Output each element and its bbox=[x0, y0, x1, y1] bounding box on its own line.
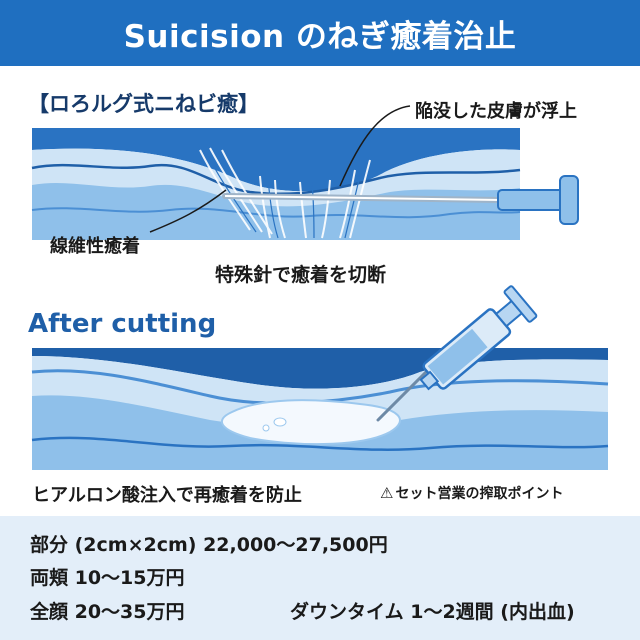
after-cutting-title: After cutting bbox=[28, 309, 217, 339]
price-partial: 部分 (2cm×2cm) 22,000〜27,500円 bbox=[30, 534, 388, 556]
warning-note: ⚠ セット営業の搾取ポイント bbox=[380, 483, 563, 503]
page-header: Suicision のねぎ癒着治止 bbox=[0, 0, 640, 66]
fiber-leader-line bbox=[149, 189, 227, 233]
syringe-bottom bbox=[376, 285, 538, 422]
downtime-info: ダウンタイム 1〜2週間 (内出血) bbox=[290, 601, 575, 623]
bubble-1 bbox=[273, 417, 287, 427]
diagram-canvas bbox=[31, 105, 609, 470]
page-title: Suicision のねぎ癒着治止 bbox=[123, 18, 517, 55]
top-diagram-title: 【ロろルグ式ニねビ癒】 bbox=[28, 92, 259, 116]
fibrous-adhesion-outline bbox=[204, 149, 363, 239]
top-epidermis bbox=[32, 128, 520, 192]
price-full-face: 全顔 20〜35万円 bbox=[30, 601, 185, 623]
bottom-wave-2 bbox=[31, 436, 609, 451]
price-cheeks: 両頬 10〜15万円 bbox=[30, 567, 185, 589]
top-wave-1 bbox=[31, 163, 521, 195]
syringe-fluid bbox=[427, 328, 488, 385]
fiber-adhesion-label: 線維性癒着 bbox=[50, 236, 140, 257]
warning-label: セット営業の搾取ポイント bbox=[395, 486, 564, 502]
hyaluronic-pocket bbox=[220, 399, 401, 446]
needle-hub-top bbox=[497, 189, 569, 211]
skin-lift-label: 陥没した皮膚が浮上 bbox=[415, 101, 577, 122]
bubble-2 bbox=[262, 424, 270, 432]
bottom-skin-section bbox=[31, 348, 609, 470]
syringe-needle bbox=[376, 366, 432, 422]
skin-leader-line bbox=[339, 105, 411, 187]
warning-triangle-icon: ⚠ bbox=[380, 484, 394, 502]
needle-cut-label: 特殊針で癒着を切断 bbox=[215, 264, 387, 286]
hyaluronic-label: ヒアルロン酸注入で再癒着を防止 bbox=[32, 485, 302, 506]
pricing-panel bbox=[0, 516, 640, 640]
fibrous-adhesion-bundle bbox=[199, 147, 371, 239]
top-skin-section bbox=[31, 128, 521, 240]
cutting-needle-top bbox=[222, 175, 579, 225]
